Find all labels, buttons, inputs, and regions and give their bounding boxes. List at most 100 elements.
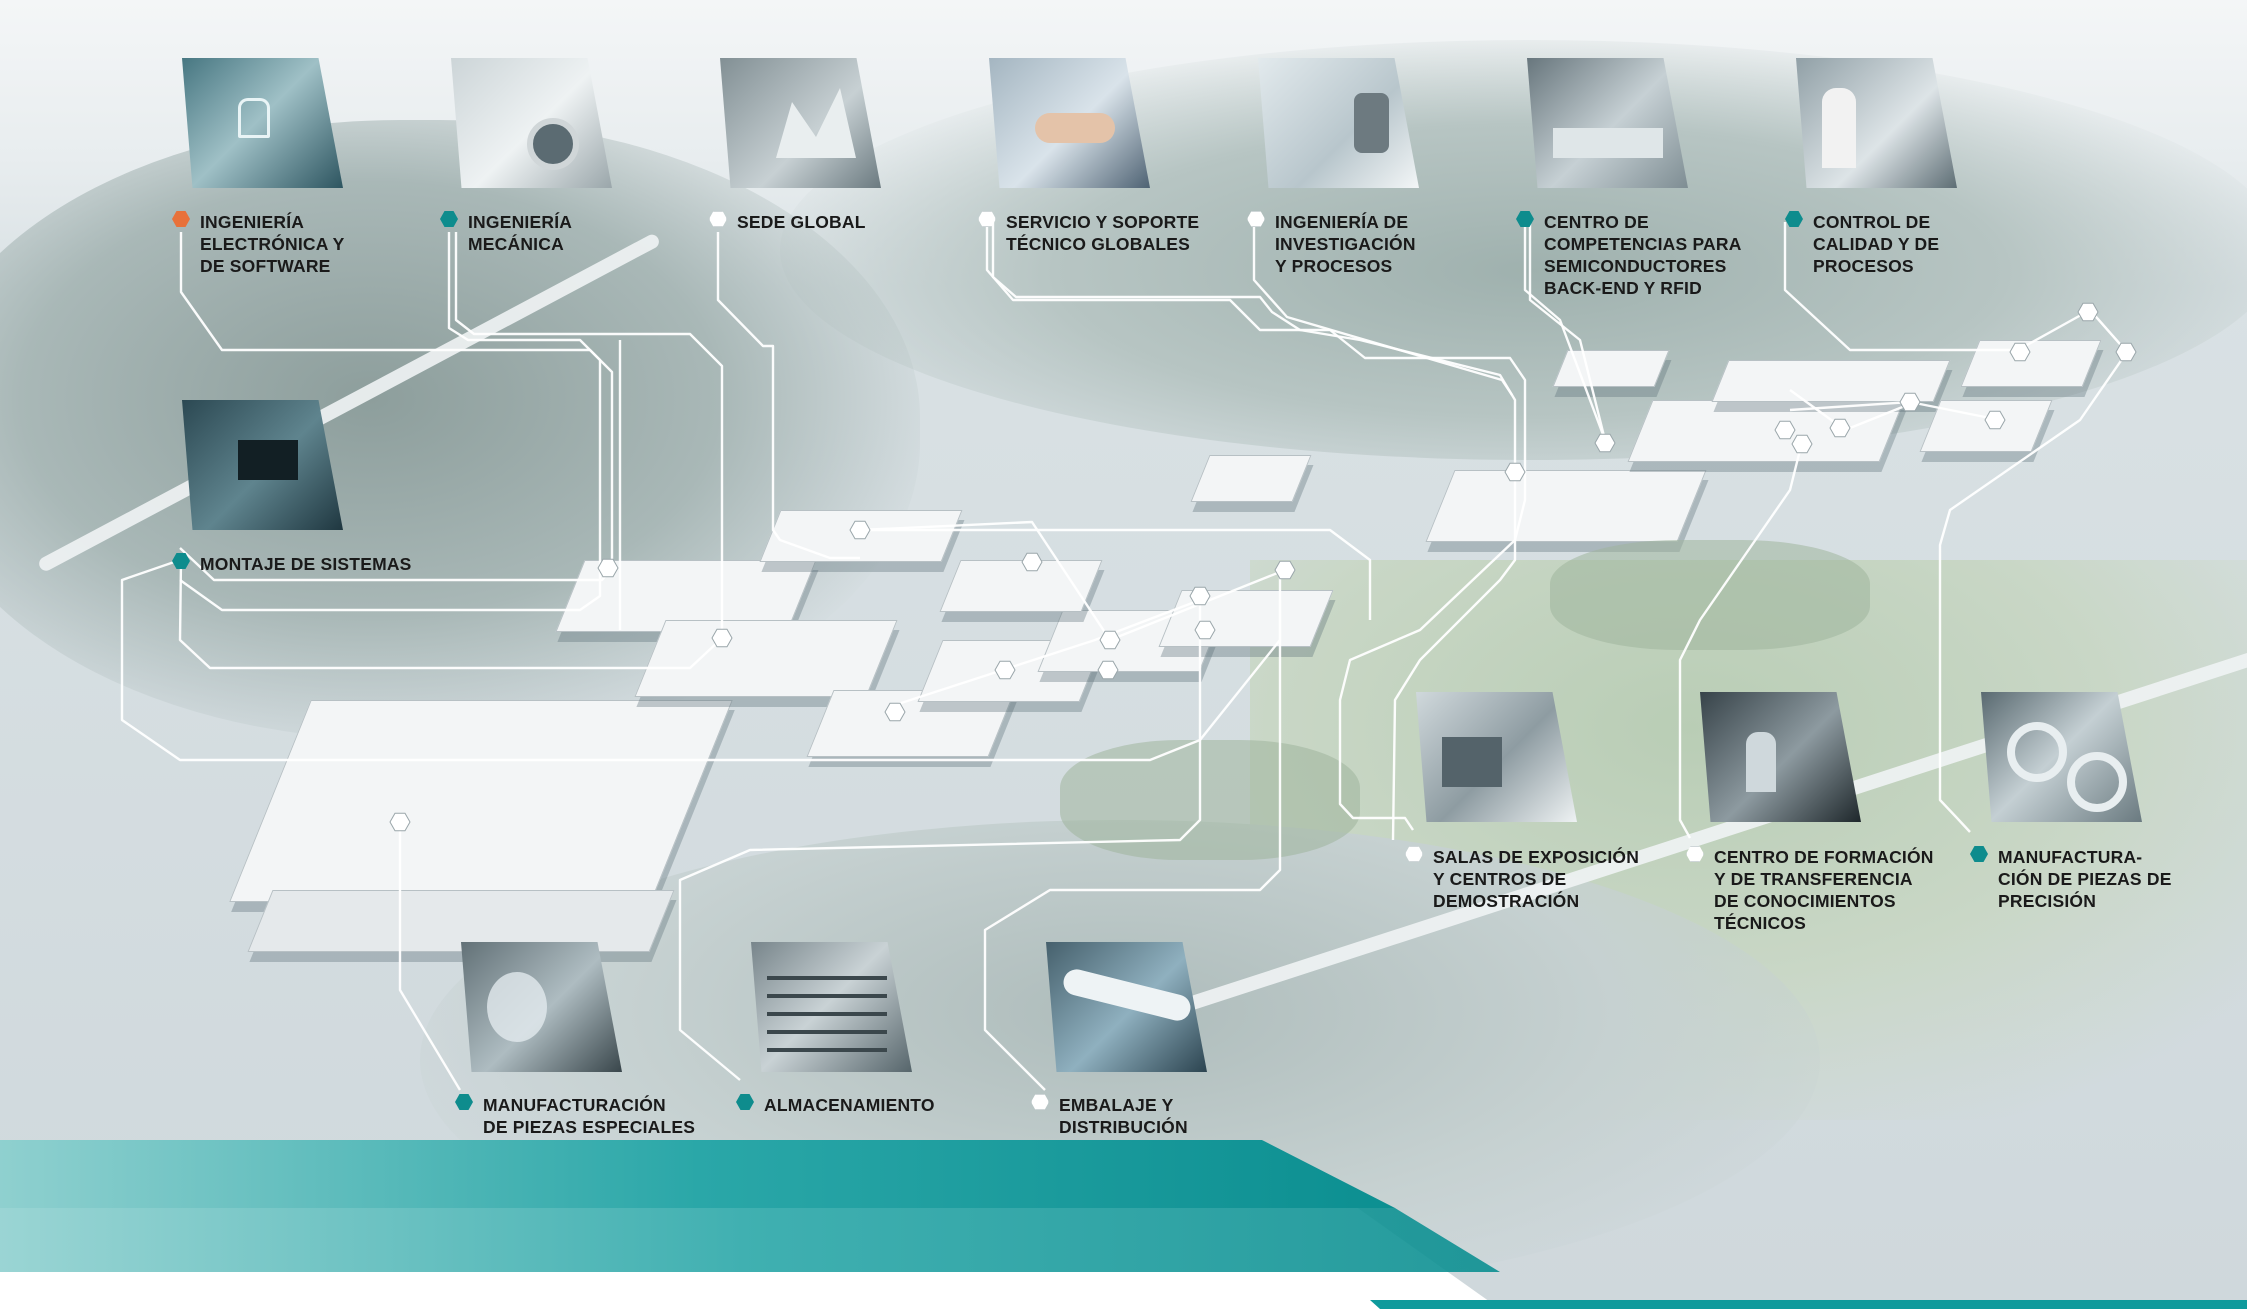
node-hex-icon bbox=[884, 702, 906, 722]
label-mechanical: INGENIERÍA MECÁNICA bbox=[440, 211, 572, 255]
hex-marker-icon bbox=[1516, 211, 1534, 227]
label-text: INGENIERÍA ELECTRÓNICA Y DE SOFTWARE bbox=[200, 212, 345, 276]
hex-marker-icon bbox=[736, 1094, 754, 1110]
connector-line bbox=[894, 598, 1201, 707]
connector-line bbox=[1789, 389, 1916, 432]
label-special: MANUFACTURACIÓN DE PIEZAS ESPECIALES bbox=[455, 1094, 695, 1138]
connector-line bbox=[983, 600, 1282, 1091]
hex-marker-icon bbox=[1247, 211, 1265, 227]
circuit-board-photo bbox=[182, 400, 343, 530]
tree-cluster bbox=[1550, 540, 1870, 650]
node-hex-icon bbox=[1829, 418, 1851, 438]
connector-line bbox=[678, 600, 1202, 1081]
connector-line bbox=[860, 528, 1372, 620]
semiconductor-production-photo bbox=[1527, 58, 1688, 188]
label-text: MONTAJE DE SISTEMAS bbox=[200, 554, 412, 574]
hex-marker-icon bbox=[1031, 1094, 1049, 1110]
hex-marker-icon bbox=[440, 211, 458, 227]
connector-line bbox=[991, 222, 1517, 841]
connector-line bbox=[985, 222, 1527, 831]
node-hex-icon bbox=[1791, 434, 1813, 454]
node-hex-icon bbox=[1504, 462, 1526, 482]
label-packaging: EMBALAJE Y DISTRIBUCIÓN bbox=[1031, 1094, 1188, 1138]
node-hex-icon bbox=[849, 520, 871, 540]
node-hex-icon bbox=[1194, 620, 1216, 640]
label-text: INGENIERÍA DE INVESTIGACIÓN Y PROCESOS bbox=[1275, 212, 1416, 276]
hex-marker-icon bbox=[172, 211, 190, 227]
node-hex-icon bbox=[1189, 586, 1211, 606]
label-electronics: INGENIERÍA ELECTRÓNICA Y DE SOFTWARE bbox=[172, 211, 345, 277]
label-text: CONTROL DE CALIDAD Y DE PROCESOS bbox=[1813, 212, 1940, 276]
label-text: CENTRO DE FORMACIÓN Y DE TRANSFERENCIA D… bbox=[1714, 847, 1934, 933]
label-text: EMBALAJE Y DISTRIBUCIÓN bbox=[1059, 1095, 1188, 1137]
node-hex-icon bbox=[2115, 342, 2137, 362]
label-quality: CONTROL DE CALIDAD Y DE PROCESOS bbox=[1785, 211, 1939, 277]
hex-marker-icon bbox=[1405, 846, 1423, 862]
hex-marker-icon bbox=[709, 211, 727, 227]
airplane-photo bbox=[1046, 942, 1207, 1072]
warehouse-shelves-photo bbox=[751, 942, 912, 1072]
node-hex-icon bbox=[1099, 630, 1121, 650]
label-precision: MANUFACTURA- CIÓN DE PIEZAS DE PRECISIÓN bbox=[1970, 846, 2172, 912]
node-hex-icon bbox=[597, 558, 619, 578]
node-hex-icon bbox=[1594, 433, 1616, 453]
circuit-padlock-photo bbox=[182, 58, 343, 188]
connector-line bbox=[1252, 222, 1513, 396]
hex-marker-icon bbox=[1785, 211, 1803, 227]
node-hex-icon bbox=[1274, 560, 1296, 580]
label-text: SERVICIO Y SOPORTE TÉCNICO GLOBALES bbox=[1006, 212, 1200, 254]
connector-line bbox=[1938, 309, 2129, 833]
label-semiconductor: CENTRO DE COMPETENCIAS PARA SEMICONDUCTO… bbox=[1516, 211, 1742, 299]
label-text: SALAS DE EXPOSICIÓN Y CENTROS DE DEMOSTR… bbox=[1433, 847, 1640, 911]
node-hex-icon bbox=[1984, 410, 2006, 430]
connector-line bbox=[398, 820, 462, 1091]
special-parts-photo bbox=[461, 942, 622, 1072]
node-hex-icon bbox=[389, 812, 411, 832]
node-hex-icon bbox=[711, 628, 733, 648]
label-text: INGENIERÍA MECÁNICA bbox=[468, 212, 573, 254]
precision-parts-photo bbox=[1981, 692, 2142, 822]
label-storage: ALMACENAMIENTO bbox=[736, 1094, 935, 1116]
microscope-researcher-photo bbox=[1258, 58, 1419, 188]
hex-marker-icon bbox=[455, 1094, 473, 1110]
label-training: CENTRO DE FORMACIÓN Y DE TRANSFERENCIA D… bbox=[1686, 846, 1934, 934]
label-service: SERVICIO Y SOPORTE TÉCNICO GLOBALES bbox=[978, 211, 1199, 255]
label-text: SEDE GLOBAL bbox=[737, 212, 866, 232]
label-research: INGENIERÍA DE INVESTIGACIÓN Y PROCESOS bbox=[1247, 211, 1416, 277]
node-hex-icon bbox=[1097, 660, 1119, 680]
connector-line bbox=[1523, 222, 1607, 441]
bottom-banner bbox=[0, 1140, 2247, 1309]
connector-line bbox=[178, 559, 721, 670]
label-text: CENTRO DE COMPETENCIAS PARA SEMICONDUCTO… bbox=[1544, 212, 1742, 298]
connector-line bbox=[454, 232, 724, 640]
hex-marker-icon bbox=[1970, 846, 1988, 862]
company-logo-sculpture-photo bbox=[720, 58, 881, 188]
label-text: MANUFACTURACIÓN DE PIEZAS ESPECIALES bbox=[483, 1095, 696, 1137]
node-hex-icon bbox=[2077, 302, 2099, 322]
connector-line bbox=[716, 232, 860, 560]
connector-line bbox=[120, 558, 1282, 762]
label-hq: SEDE GLOBAL bbox=[709, 211, 866, 233]
quality-inspector-photo bbox=[1796, 58, 1957, 188]
label-text: ALMACENAMIENTO bbox=[764, 1095, 935, 1115]
connector-line bbox=[859, 520, 1286, 642]
node-hex-icon bbox=[1021, 552, 1043, 572]
handshake-photo bbox=[989, 58, 1150, 188]
node-hex-icon bbox=[2009, 342, 2031, 362]
label-assembly: MONTAJE DE SISTEMAS bbox=[172, 553, 412, 575]
showroom-photo bbox=[1416, 692, 1577, 822]
connector-line bbox=[179, 232, 614, 582]
node-hex-icon bbox=[994, 660, 1016, 680]
hex-marker-icon bbox=[1686, 846, 1704, 862]
training-class-photo bbox=[1700, 692, 1861, 822]
connector-line bbox=[179, 232, 602, 612]
label-text: MANUFACTURA- CIÓN DE PIEZAS DE PRECISIÓN bbox=[1998, 847, 2172, 911]
label-showroom: SALAS DE EXPOSICIÓN Y CENTROS DE DEMOSTR… bbox=[1405, 846, 1639, 912]
node-hex-icon bbox=[1774, 420, 1796, 440]
connector-line bbox=[1528, 222, 1607, 441]
mechanical-parts-photo bbox=[451, 58, 612, 188]
hex-marker-icon bbox=[978, 211, 996, 227]
connector-line bbox=[1678, 449, 1802, 839]
